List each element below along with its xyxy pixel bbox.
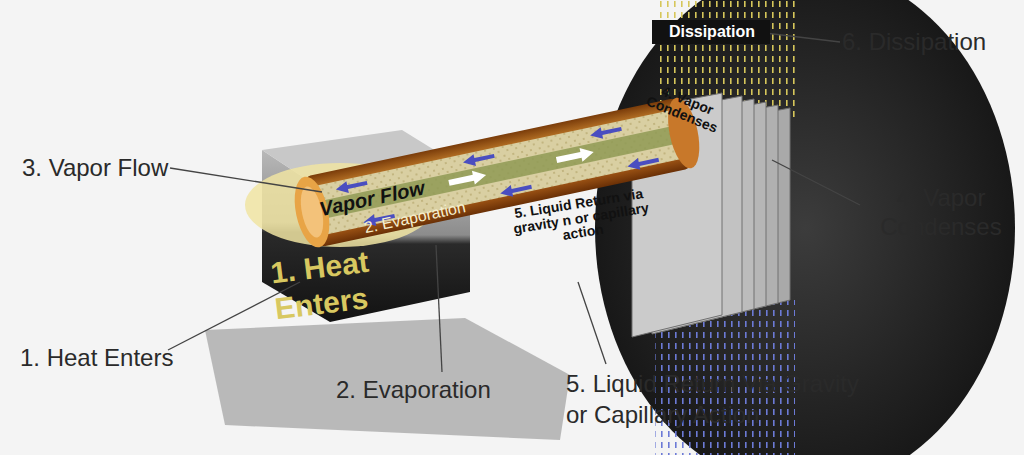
dissipation-zone: Dissipation — [652, 20, 770, 44]
callout-label: 3. Vapor Flow — [22, 154, 182, 182]
callout-label: 5. Liquid Return Via Gravity or Capillar… — [566, 368, 866, 430]
leader-line — [436, 245, 442, 372]
leader-line — [170, 168, 322, 192]
node-text: 1. Heat Enters — [269, 231, 476, 327]
callout-label: 4. Vapor Condenses — [866, 184, 1016, 242]
leader-lines — [168, 33, 860, 372]
callout-label: 6. Dissipation — [842, 28, 1022, 56]
leader-line — [772, 160, 860, 205]
leader-line — [765, 33, 840, 42]
block-shadow — [205, 318, 570, 440]
callout-label: 1. Heat Enters — [20, 344, 180, 372]
node-text: Dissipation — [656, 23, 768, 41]
vapor-arrows — [447, 145, 595, 189]
callout-label: 2. Evaporation — [336, 376, 516, 404]
leader-line — [578, 282, 606, 364]
